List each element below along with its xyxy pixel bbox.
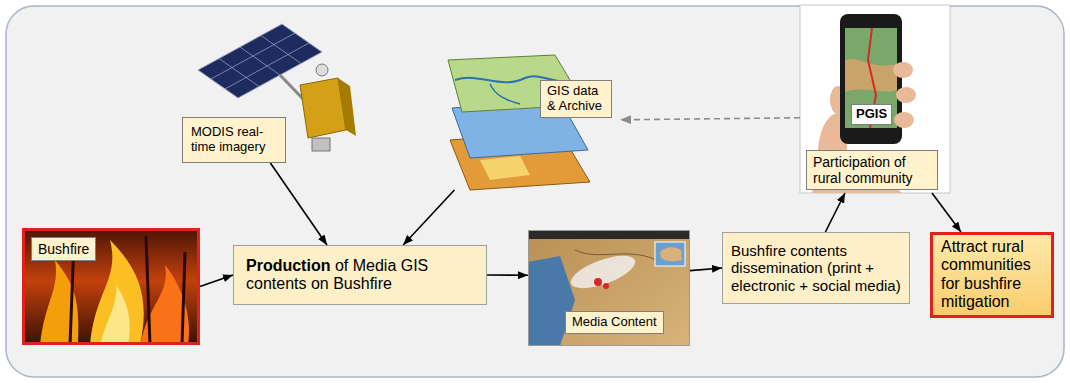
phone-frame: Participation of rural community [800,5,950,193]
map-picture [528,230,690,346]
flow-arrow [270,163,327,245]
caption-tag: Media Content [565,311,664,334]
image-frame: Media Content [528,230,690,346]
text-holder: Attract rural communities for bushfire m… [941,238,1043,312]
box-text: MODIS real-time imagery [191,125,277,155]
phone-picture [800,5,950,193]
text-holder: Bushfire contents dissemination (print +… [731,242,901,294]
flow-arrow [487,274,528,276]
dashed-arrow [620,118,800,120]
process-box: Bushfire contents dissemination (print +… [722,232,910,304]
text-holder: MODIS real-time imagery [191,125,277,155]
layers-frame: GIS data & Archive [440,55,620,190]
caption-tag: Bushfire [31,237,96,261]
box-text: Production [246,257,330,274]
flow-arrow [403,190,454,245]
text-holder: Productionof Media GIS contents on Bushf… [246,257,474,294]
fire-picture [22,228,200,345]
flow-arrow [825,193,845,232]
flow-arrow [932,193,961,232]
image-frame: Bushfire [22,228,200,345]
flow-arrow [690,268,722,271]
caption-tag: Participation of rural community [806,150,938,190]
flow-arrow [200,275,233,287]
screen-label: PGIS [851,104,892,125]
gis-layers-picture [448,55,590,190]
label-box: MODIS real-time imagery [182,117,286,163]
caption-tag: GIS data & Archive [540,80,612,118]
box-text: Bushfire contents dissemination (print +… [731,242,901,294]
background-panel [6,6,1064,377]
process-box: Productionof Media GIS contents on Bushf… [233,245,487,305]
goal-box: Attract rural communities for bushfire m… [930,232,1054,318]
box-text: Attract rural communities for bushfire m… [941,238,1043,312]
